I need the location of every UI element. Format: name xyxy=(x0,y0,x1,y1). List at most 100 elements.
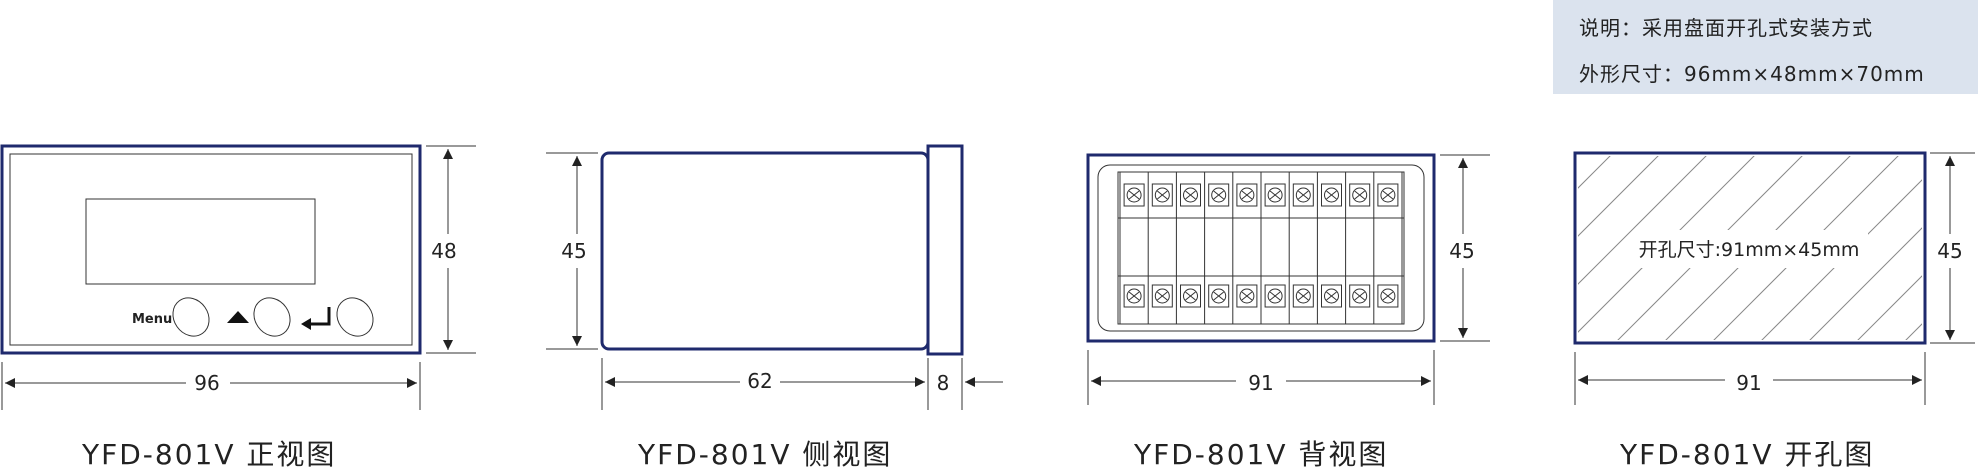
screw-slot xyxy=(1185,291,1196,301)
front-outer-frame xyxy=(0,144,422,355)
terminal-screw-icon xyxy=(1324,187,1339,203)
cutout-size-label: 开孔尺寸:91mm×45mm xyxy=(1639,239,1860,261)
back-height-dim: 45 xyxy=(1449,239,1474,263)
screw-slot xyxy=(1156,291,1168,301)
cutout-view-caption: YFD-801V 开孔图 xyxy=(1619,438,1874,471)
terminal-cell xyxy=(1123,284,1145,308)
front-view-caption: YFD-801V 正视图 xyxy=(81,438,336,471)
side-body xyxy=(600,151,930,351)
side-flange xyxy=(926,144,964,356)
screw-slot xyxy=(1213,291,1225,301)
screw-slot xyxy=(1297,190,1309,200)
terminal-cell xyxy=(1236,183,1258,207)
cutout-width-dim: 91 xyxy=(1736,371,1761,395)
hatch-line xyxy=(1578,156,1659,237)
terminal-cell xyxy=(1123,183,1145,207)
hatch-line xyxy=(1809,227,1922,340)
screw-slot xyxy=(1354,291,1366,301)
note-line-dimensions: 外形尺寸：96mm×48mm×70mm xyxy=(1579,62,1925,86)
side-flange-dim: 8 xyxy=(937,371,950,395)
terminal-cell xyxy=(1321,183,1342,207)
hatch-line xyxy=(1578,156,1707,285)
cutout-label-bg xyxy=(1636,230,1868,268)
cutout-outline xyxy=(1573,151,1927,345)
terminal-screw-icon xyxy=(1183,187,1198,203)
front-inner-panel xyxy=(9,153,413,346)
terminal-cell xyxy=(1151,183,1173,207)
front-view xyxy=(0,144,476,410)
terminal-screw-icon xyxy=(1352,288,1368,304)
cutout-hatching xyxy=(1578,156,1922,340)
screw-slot xyxy=(1241,291,1253,301)
screw-slot xyxy=(1269,291,1281,301)
hatch-line xyxy=(1857,275,1922,340)
terminal-screw-icon xyxy=(1380,187,1396,203)
enter-arrow-icon xyxy=(309,307,331,326)
cutout-height-dim: 45 xyxy=(1937,239,1962,263)
screw-slot xyxy=(1354,190,1366,200)
terminal-screw-icon xyxy=(1126,187,1142,203)
terminal-screw-icon xyxy=(1267,288,1283,304)
description-note: 说明：采用盘面开孔式安装方式 外形尺寸：96mm×48mm×70mm xyxy=(1553,0,1978,94)
terminal-cell xyxy=(1264,284,1286,308)
terminal-screw-icon xyxy=(1267,187,1283,203)
terminal-screw-icon xyxy=(1295,288,1311,304)
terminal-cell xyxy=(1151,284,1173,308)
terminal-block xyxy=(1118,172,1404,324)
side-view xyxy=(546,144,1003,410)
screw-slot xyxy=(1382,291,1394,301)
terminal-screw-icon xyxy=(1295,187,1311,203)
back-panel xyxy=(1097,164,1425,332)
terminal-screw-icon xyxy=(1239,288,1255,304)
terminal-cell xyxy=(1180,284,1201,308)
screw-slot xyxy=(1128,190,1140,200)
side-height-dim: 45 xyxy=(561,239,586,263)
terminal-screw-icon xyxy=(1239,187,1255,203)
terminal-cell xyxy=(1292,284,1314,308)
front-width-dim: 96 xyxy=(194,371,219,395)
front-height-dim: 48 xyxy=(431,239,456,263)
terminal-screw-icon xyxy=(1183,288,1198,304)
terminal-screw-icon xyxy=(1154,288,1170,304)
back-view xyxy=(1086,153,1490,405)
terminal-cell xyxy=(1208,284,1230,308)
screw-slot xyxy=(1128,291,1140,301)
terminal-screw-icon xyxy=(1211,288,1227,304)
terminal-screw-icon xyxy=(1211,187,1227,203)
terminal-screw-icon xyxy=(1324,288,1339,304)
screw-slot xyxy=(1326,291,1337,301)
up-key xyxy=(253,297,291,337)
terminal-cell xyxy=(1377,183,1399,207)
terminal-cell xyxy=(1208,183,1230,207)
screw-slot xyxy=(1269,190,1281,200)
cutout-view xyxy=(1573,151,1975,405)
screw-slot xyxy=(1241,190,1253,200)
screw-slot xyxy=(1326,190,1337,200)
enter-arrow-head-icon xyxy=(301,318,311,330)
back-outer-frame xyxy=(1086,153,1436,343)
terminal-cell xyxy=(1292,183,1314,207)
screw-slot xyxy=(1213,190,1225,200)
side-view-caption: YFD-801V 侧视图 xyxy=(637,438,892,471)
terminal-cell xyxy=(1180,183,1201,207)
terminal-cell xyxy=(1377,284,1399,308)
side-length-dim: 62 xyxy=(747,369,772,393)
terminal-cell xyxy=(1264,183,1286,207)
terminal-cell xyxy=(1349,183,1371,207)
back-width-dim: 91 xyxy=(1248,371,1273,395)
screw-slot xyxy=(1382,190,1394,200)
menu-key-label: Menu xyxy=(132,312,172,327)
screw-slot xyxy=(1185,190,1196,200)
display-window xyxy=(85,198,316,285)
terminal-cell xyxy=(1349,284,1371,308)
terminal-screw-icon xyxy=(1352,187,1368,203)
terminal-cell xyxy=(1321,284,1342,308)
hatch-line xyxy=(1578,156,1611,189)
menu-key xyxy=(172,297,210,337)
terminal-screw-icon xyxy=(1126,288,1142,304)
terminal-screw-icon xyxy=(1154,187,1170,203)
screw-slot xyxy=(1297,291,1309,301)
enter-key xyxy=(336,297,374,337)
note-line-installation: 说明：采用盘面开孔式安装方式 xyxy=(1579,16,1873,40)
